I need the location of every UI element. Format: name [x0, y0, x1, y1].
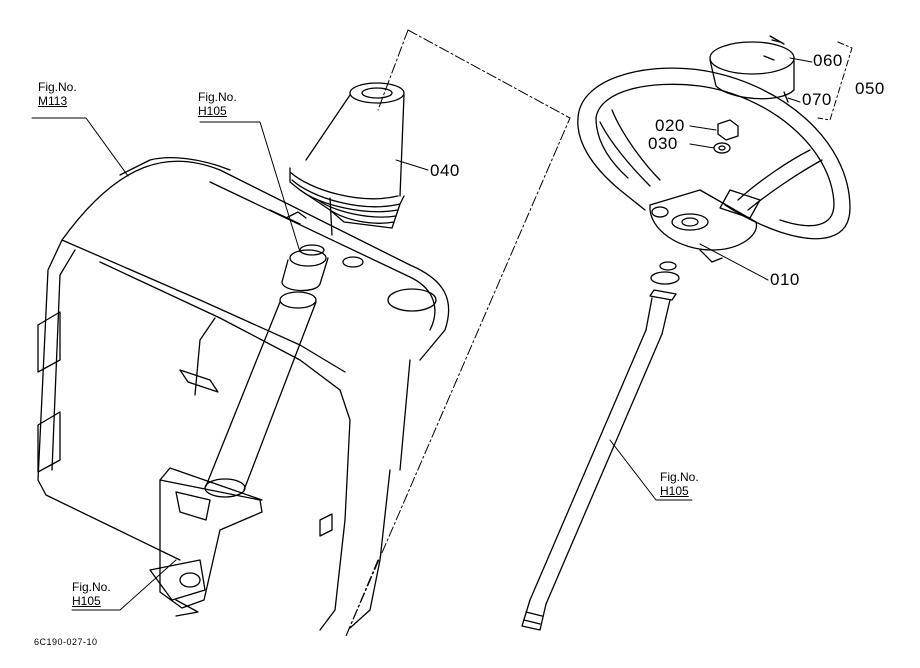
- fig-ref-m113: Fig.No. M113: [38, 80, 77, 108]
- exploded-view-boundary: [345, 29, 571, 637]
- fig-ref-h105-bottom: Fig.No. H105: [72, 580, 111, 608]
- column-bracket: [149, 467, 263, 617]
- part-label-040: 040: [430, 161, 460, 180]
- part-label-050: 050: [855, 79, 885, 98]
- dashboard-panel: [37, 157, 450, 631]
- steering-wheel: [577, 67, 851, 263]
- leader-lines: [31, 57, 813, 611]
- steering-shaft: [521, 261, 680, 631]
- part-label-070: 070: [802, 90, 832, 109]
- column-boot: [289, 82, 405, 236]
- steering-column: [179, 244, 329, 498]
- nut-washer: [713, 119, 739, 154]
- fig-ref-h105-bottom-number: H105: [72, 594, 101, 608]
- part-label-010: 010: [770, 270, 800, 289]
- horn-cap: [709, 35, 795, 103]
- fig-ref-h105-column: Fig.No. H105: [198, 90, 237, 118]
- part-label-020: 020: [655, 116, 685, 135]
- fig-ref-h105-column-label: Fig.No.: [198, 90, 237, 104]
- part-label-060: 060: [813, 51, 843, 70]
- part-label-030: 030: [648, 134, 678, 153]
- fig-ref-m113-number: M113: [38, 94, 68, 108]
- fig-ref-m113-label: Fig.No.: [38, 80, 77, 94]
- fig-ref-h105-shaft-number: H105: [660, 484, 689, 498]
- fig-ref-h105-shaft-label: Fig.No.: [660, 470, 699, 484]
- fig-ref-h105-column-number: H105: [198, 104, 227, 118]
- diagram-code: 6C190-027-10: [34, 637, 98, 647]
- fig-ref-h105-shaft: Fig.No. H105: [660, 470, 699, 498]
- bracket-050: [817, 41, 853, 121]
- fig-ref-h105-bottom-label: Fig.No.: [72, 580, 111, 594]
